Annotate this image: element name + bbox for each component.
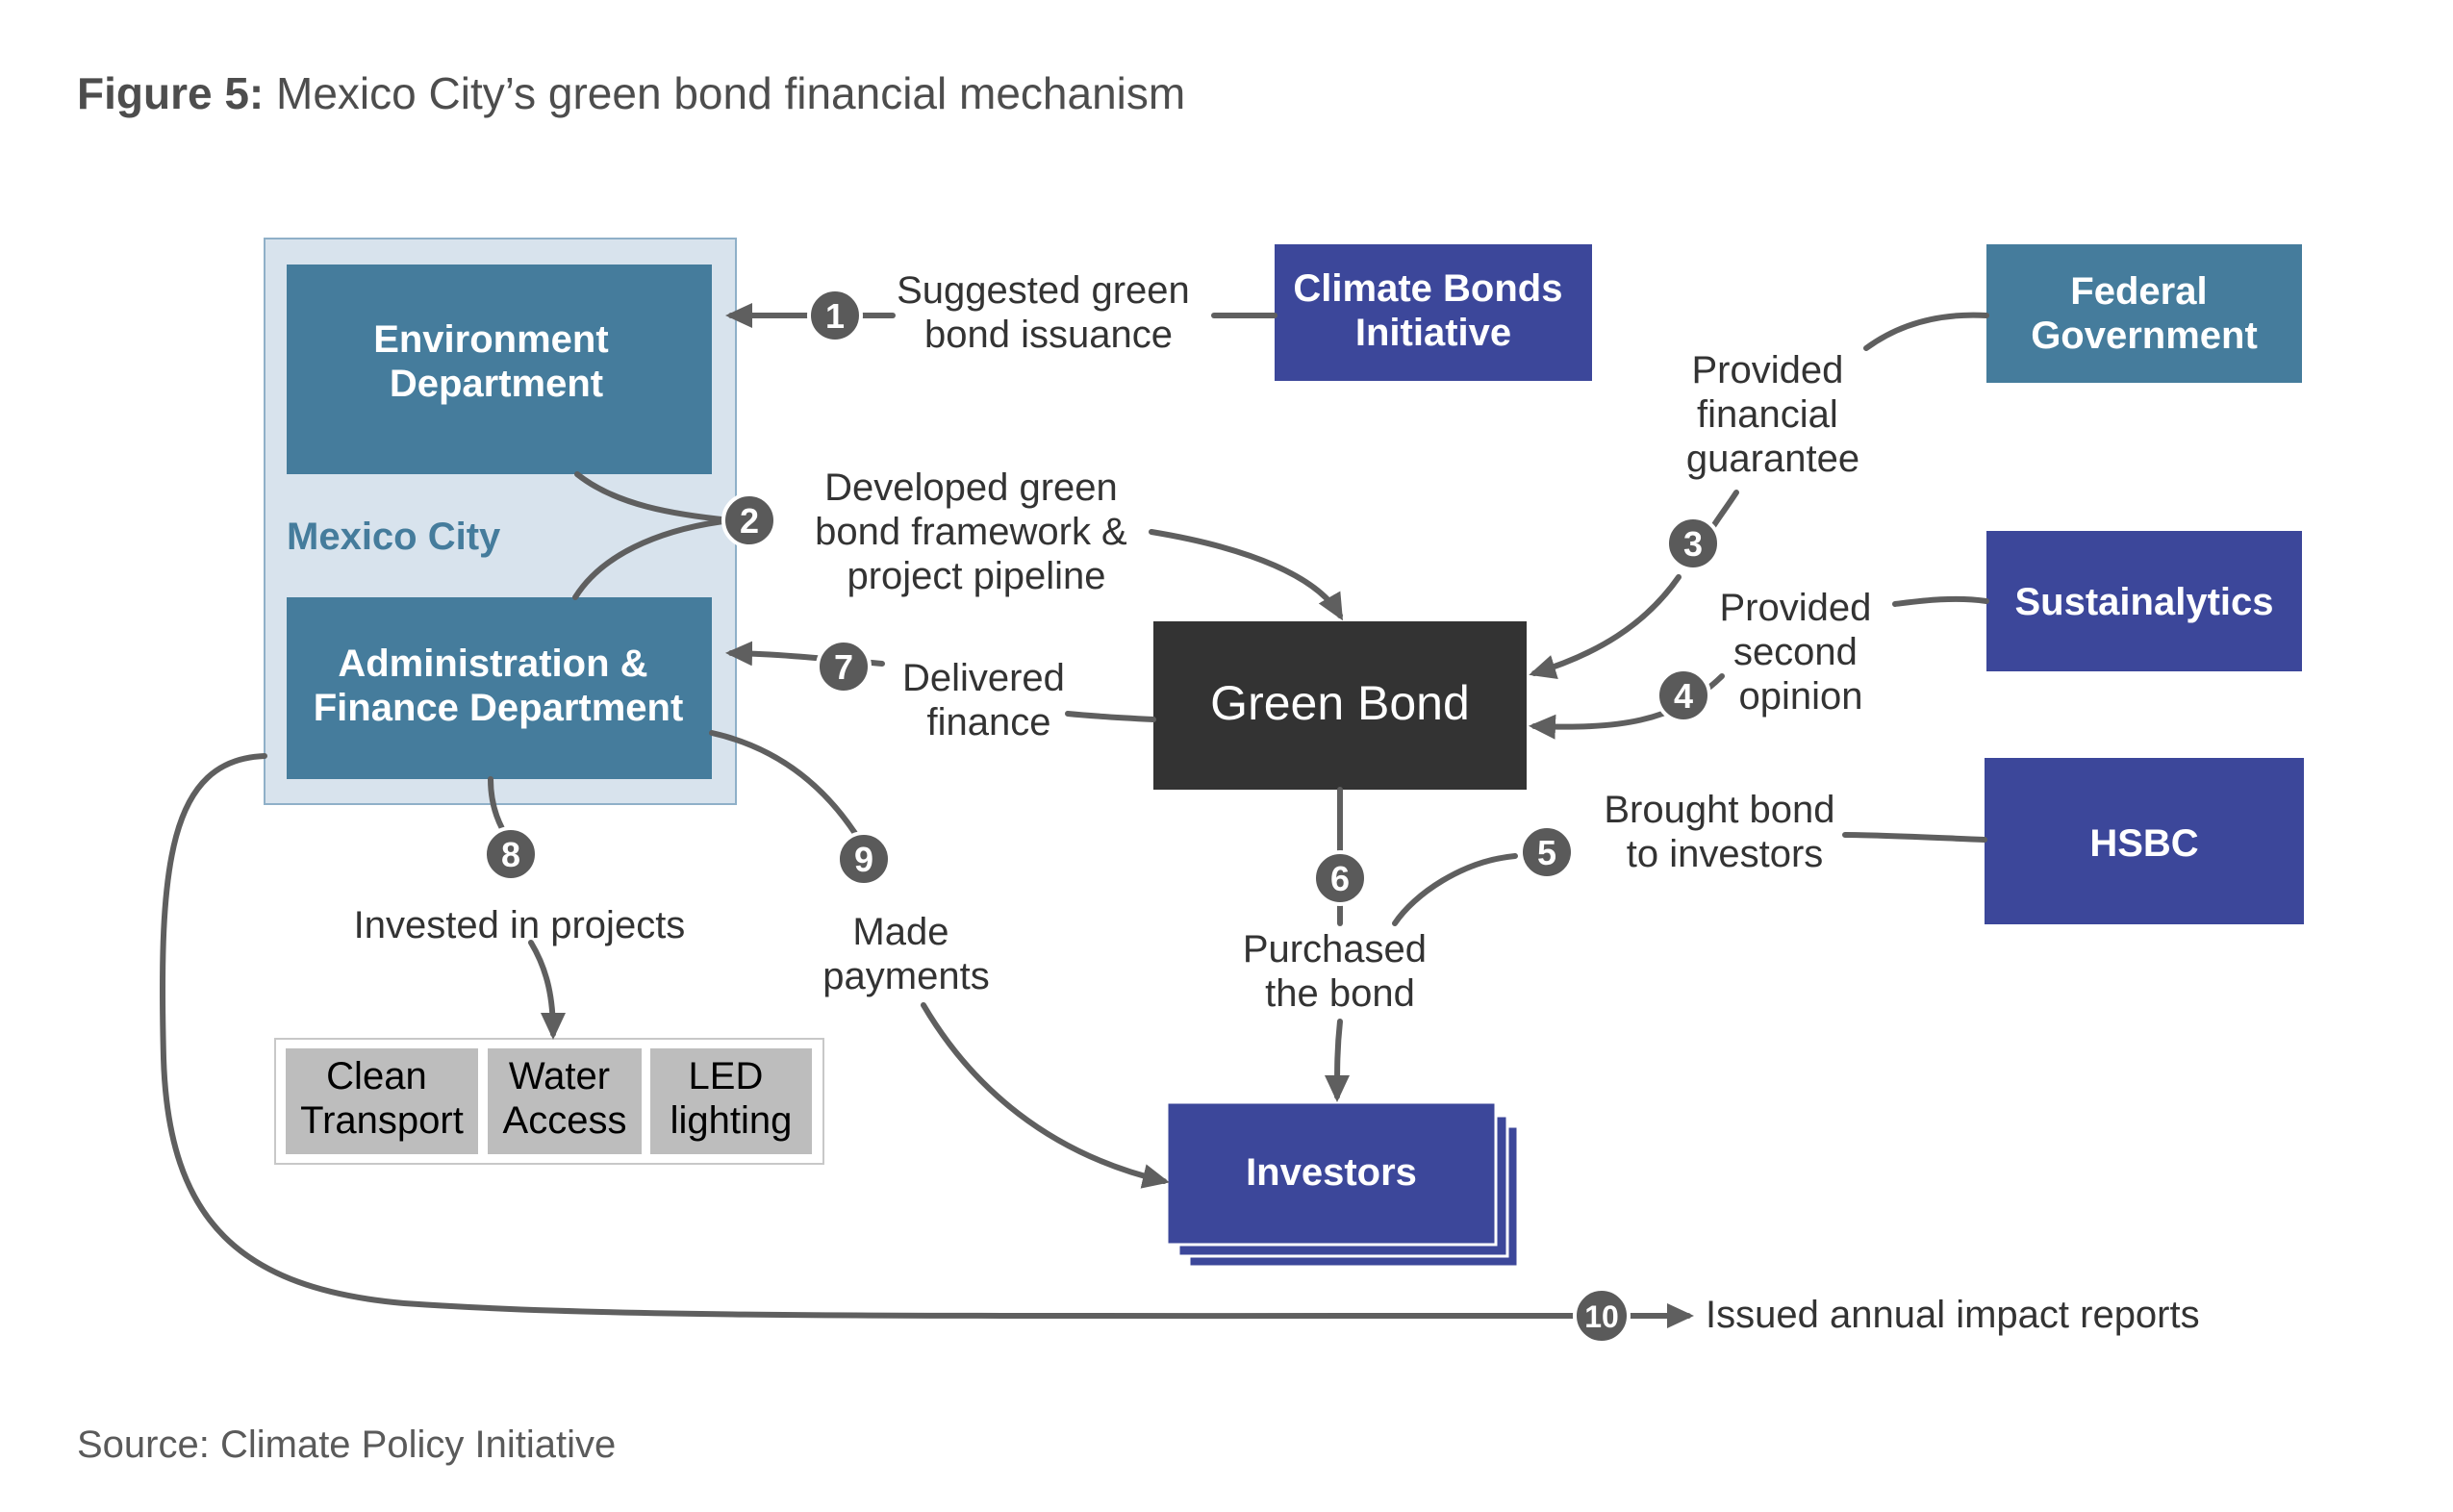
- hsbc-label: HSBC: [2089, 822, 2198, 865]
- environment-line-2: Department: [390, 363, 603, 405]
- step-7-badge: 7: [816, 639, 872, 694]
- step-8-label: Invested in projects: [354, 904, 686, 946]
- step-3-label: Provided financial guarantee: [1686, 349, 1859, 480]
- admin-finance-department-box: [287, 597, 712, 779]
- federal-line-1: Federal: [2070, 270, 2207, 313]
- step-2-label: Developed green bond framework & project…: [815, 466, 1138, 597]
- green-bond-box: [1153, 621, 1527, 790]
- figure-title: Figure 5: Mexico City’s green bond finan…: [77, 67, 1185, 119]
- sustainalytics-box: [1986, 531, 2302, 671]
- connector-8-head: [528, 940, 566, 1040]
- project-clean-transport-label: Clean Transport: [300, 1055, 464, 1142]
- step-5-label: Brought bond to investors: [1604, 789, 1845, 875]
- federal-government-box: [1986, 244, 2302, 383]
- step-5-number: 5: [1537, 833, 1556, 872]
- project-3-line-2: lighting: [670, 1099, 793, 1142]
- project-1-line-2: Transport: [300, 1099, 464, 1142]
- investors-label: Investors: [1246, 1151, 1417, 1194]
- project-led-lighting-box: [650, 1048, 812, 1154]
- climate-bonds-line-2: Initiative: [1355, 312, 1511, 354]
- step-6-number: 6: [1330, 859, 1350, 898]
- connector-3-tail: [1863, 312, 1989, 351]
- environment-line-1: Environment: [373, 318, 608, 361]
- project-2-line-1: Water: [509, 1055, 610, 1097]
- federal-government-label: Federal Government: [2031, 270, 2258, 357]
- step-5-badge: 5: [1519, 824, 1575, 880]
- step-10-label: Issued annual impact reports: [1706, 1294, 2200, 1336]
- connector-5-tail: [1842, 832, 1987, 843]
- step-3-number: 3: [1683, 524, 1703, 564]
- mexico-city-label: Mexico City: [287, 516, 501, 558]
- admin-finance-line-2: Finance Department: [314, 687, 684, 729]
- project-led-lighting-label: LED lighting: [670, 1055, 793, 1142]
- connector-6-head: [1325, 1019, 1351, 1102]
- step-4-badge: 4: [1656, 668, 1711, 723]
- sustainalytics-label: Sustainalytics: [2014, 581, 2273, 623]
- project-2-line-2: Access: [503, 1099, 627, 1142]
- step-8-number: 8: [501, 835, 520, 874]
- step-3-badge: 3: [1665, 516, 1721, 571]
- project-3-line-1: LED: [689, 1055, 764, 1097]
- admin-finance-line-1: Administration &: [338, 643, 647, 685]
- admin-finance-department-label: Administration & Finance Department: [314, 643, 684, 729]
- step-9-label: Made payments: [822, 911, 989, 997]
- step-9-number: 9: [854, 840, 873, 879]
- climate-bonds-initiative-box: [1275, 244, 1592, 381]
- project-1-line-1: Clean: [326, 1055, 427, 1097]
- connector-4-tail: [1892, 595, 1989, 607]
- step-4-label: Provided second opinion: [1720, 587, 1883, 718]
- step-6-badge: 6: [1312, 850, 1368, 906]
- step-7-label: Delivered finance: [902, 657, 1075, 743]
- hsbc-box: [1985, 758, 2304, 924]
- step-1-number: 1: [825, 296, 845, 336]
- step-4-number: 4: [1674, 676, 1693, 716]
- step-8-badge: 8: [483, 826, 539, 882]
- project-water-access-label: Water Access: [503, 1055, 627, 1142]
- step-6-label: Purchased the bond: [1243, 928, 1437, 1015]
- step-7-number: 7: [834, 647, 853, 687]
- connector-5-head: [1392, 853, 1518, 926]
- connector-9-top: [709, 730, 859, 838]
- connector-2-from-admin: [572, 517, 734, 600]
- step-2-number: 2: [740, 501, 759, 541]
- project-clean-transport-box: [286, 1048, 478, 1154]
- green-bond-label: Green Bond: [1210, 676, 1470, 730]
- step-10-number: 10: [1584, 1299, 1619, 1334]
- climate-bonds-line-1: Climate Bonds: [1293, 267, 1562, 310]
- step-1-badge: 1: [807, 288, 863, 343]
- connector-3-head: [1529, 574, 1682, 679]
- climate-bonds-initiative-label: Climate Bonds Initiative: [1293, 267, 1573, 354]
- step-10-badge: 10: [1573, 1287, 1631, 1345]
- environment-department-box: [287, 265, 712, 474]
- figure-number: Figure 5:: [77, 68, 265, 118]
- connector-10-path: [159, 753, 1579, 1320]
- step-2-badge: 2: [721, 492, 777, 548]
- federal-line-2: Government: [2031, 315, 2258, 357]
- environment-department-label: Environment Department: [373, 318, 620, 405]
- connector-2-from-env: [574, 471, 734, 523]
- step-9-badge: 9: [836, 831, 892, 887]
- connector-7-tail: [1065, 711, 1156, 722]
- figure-title-text: Mexico City’s green bond financial mecha…: [264, 68, 1186, 118]
- project-water-access-box: [488, 1048, 642, 1154]
- connector-9-head: [921, 1002, 1170, 1189]
- connector-2-head: [1149, 529, 1343, 621]
- step-1-label: Suggested green bond issuance: [897, 269, 1201, 356]
- source-note: Source: Climate Policy Initiative: [77, 1424, 617, 1466]
